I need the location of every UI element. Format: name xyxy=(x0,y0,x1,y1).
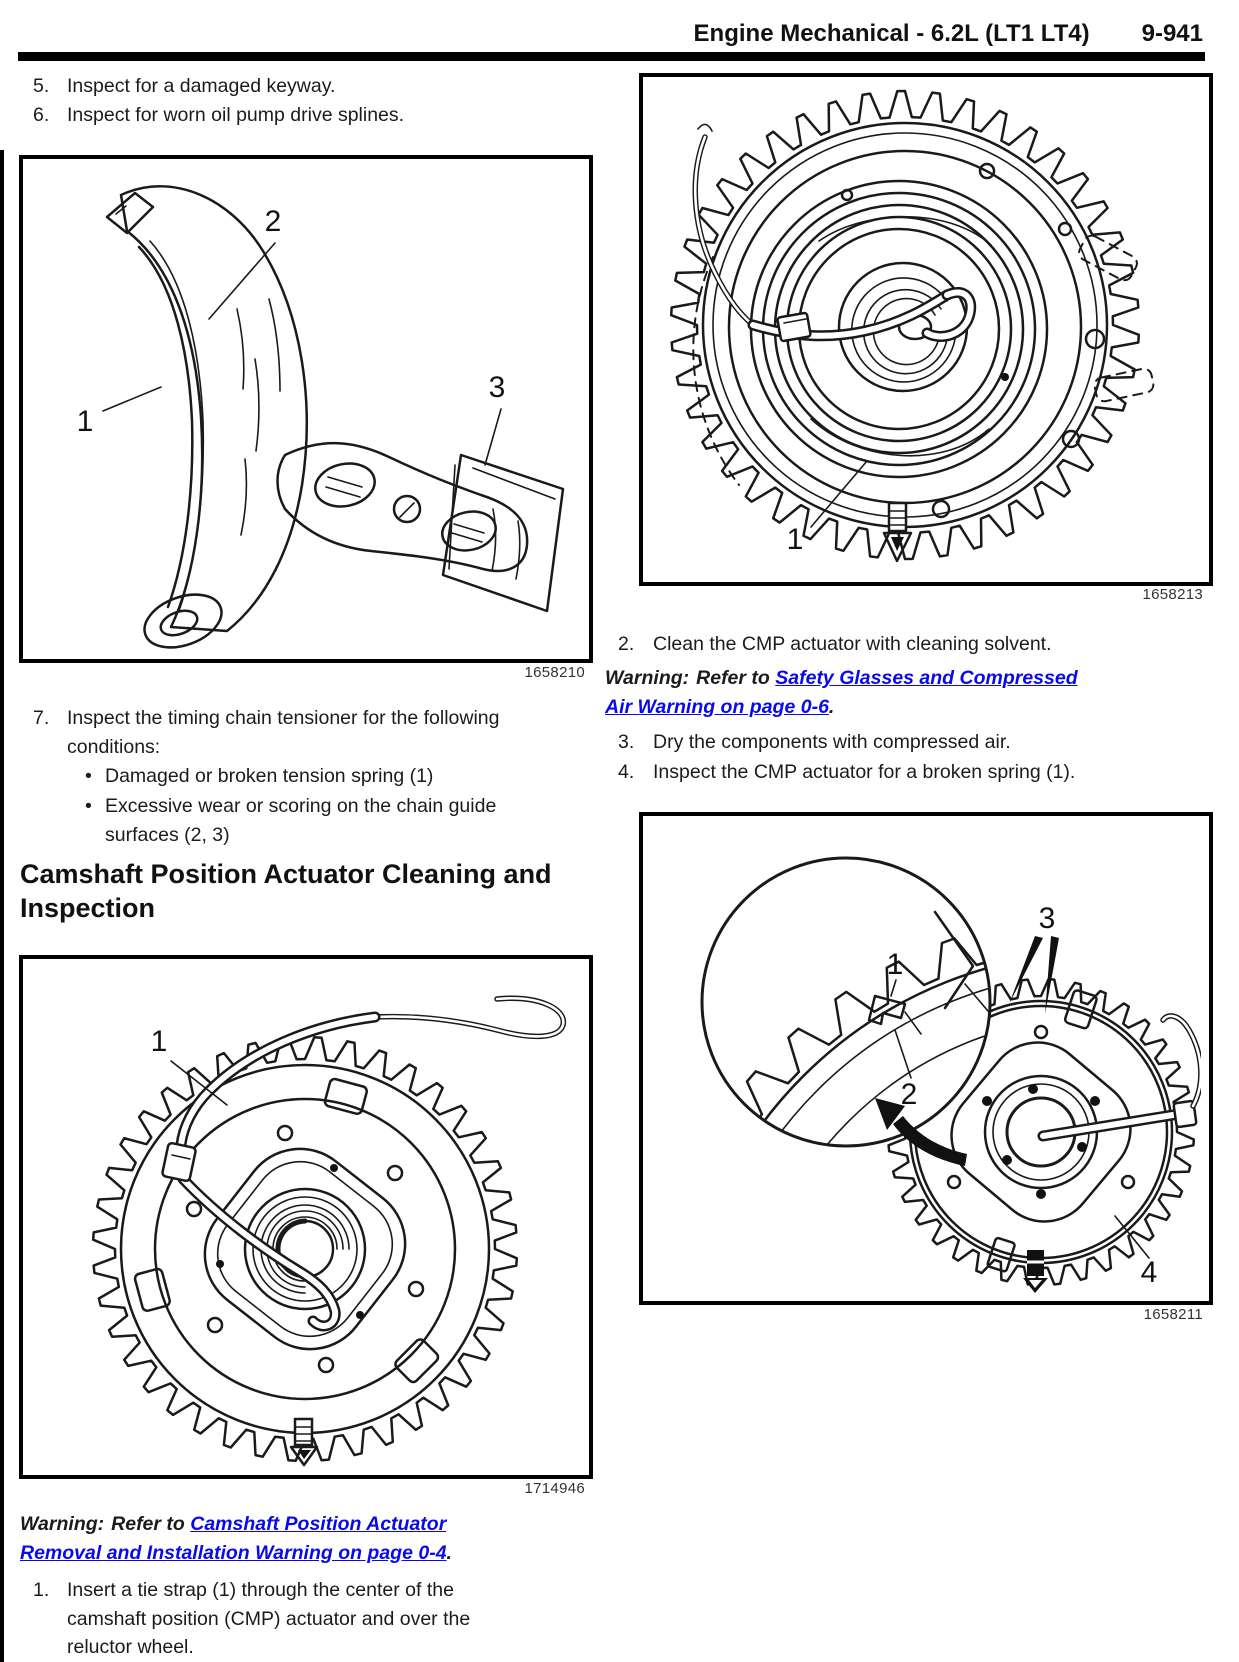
bullet-text: Excessive wear or scoring on the chain g… xyxy=(105,795,497,846)
step-text: Clean the CMP actuator with cleaning sol… xyxy=(653,633,1052,655)
step-number: 4. xyxy=(618,761,635,783)
figure-number: 1658210 xyxy=(524,664,585,681)
list-item: 7. Inspect the timing chain tensioner fo… xyxy=(33,704,557,761)
step-number: 3. xyxy=(618,731,635,753)
warning-label: Warning: xyxy=(20,1513,105,1535)
callout-1: 1 xyxy=(887,948,904,981)
tensioner-illustration: 1 2 3 xyxy=(77,185,565,649)
bullet-text: Damaged or broken tension spring (1) xyxy=(105,765,434,787)
warning-label: Warning: xyxy=(605,667,690,689)
header-page-number: 9-941 xyxy=(1141,20,1203,47)
callout-1: 1 xyxy=(77,405,94,438)
bullet-icon: • xyxy=(85,765,92,787)
figure-reluctor-detail: 1 2 3 4 xyxy=(639,812,1213,1305)
bullet-item: • Excessive wear or scoring on the chain… xyxy=(85,792,555,849)
callout-2: 2 xyxy=(265,205,282,238)
page-header: Engine Mechanical - 6.2L (LT1 LT4) 9-941 xyxy=(694,20,1203,48)
list-item: 6. Inspect for worn oil pump drive splin… xyxy=(33,101,567,130)
list-item: 3. Dry the components with compressed ai… xyxy=(618,728,1173,757)
step-number: 2. xyxy=(618,633,635,655)
step-number: 1. xyxy=(33,1579,50,1601)
step-text: Inspect the timing chain tensioner for t… xyxy=(67,707,500,758)
warning-period: . xyxy=(828,695,835,718)
list-item: 5. Inspect for a damaged keyway. xyxy=(33,72,567,101)
step-number: 6. xyxy=(33,104,50,126)
header-title: Engine Mechanical - 6.2L (LT1 LT4) xyxy=(693,20,1090,47)
callout-1: 1 xyxy=(787,523,804,556)
warning-lead: Refer to xyxy=(111,1513,185,1535)
step-text: Insert a tie strap (1) through the cente… xyxy=(67,1579,471,1658)
page-edge-line xyxy=(0,150,4,1662)
callout-2: 2 xyxy=(901,1078,918,1111)
warning-note: Warning: Refer to Safety Glasses and Comp… xyxy=(605,664,1100,721)
figure-cmp-actuator-front: 1 xyxy=(19,955,593,1479)
bullet-item: • Damaged or broken tension spring (1) xyxy=(85,762,555,791)
figure-number: 1714946 xyxy=(524,1480,585,1497)
section-heading: Camshaft Position Actuator Cleaning and … xyxy=(20,859,552,923)
callout-1: 1 xyxy=(151,1025,168,1058)
list-item: 1. Insert a tie strap (1) through the ce… xyxy=(33,1576,527,1662)
figure-timing-chain-tensioner: 1 2 3 xyxy=(19,155,593,663)
callout-3: 3 xyxy=(489,371,506,404)
warning-lead: Refer to xyxy=(696,667,770,689)
cmp-front-illustration: 1 xyxy=(91,995,567,1467)
figure-number: 1658211 xyxy=(1143,1306,1203,1323)
step-number: 5. xyxy=(33,75,50,97)
cmp-rear-illustration: 1 xyxy=(669,89,1155,563)
list-item: 2. Clean the CMP actuator with cleaning … xyxy=(618,630,1173,659)
bullet-icon: • xyxy=(85,795,92,817)
reluctor-illustration: 1 2 3 4 xyxy=(700,856,1201,1293)
callout-3: 3 xyxy=(1039,902,1056,935)
step-text: Inspect the CMP actuator for a broken sp… xyxy=(653,761,1076,783)
warning-note: Warning: Refer to Camshaft Position Actua… xyxy=(20,1510,490,1567)
callout-4: 4 xyxy=(1141,1256,1158,1289)
header-rule xyxy=(18,52,1205,61)
step-text: Inspect for a damaged keyway. xyxy=(67,75,336,97)
warning-link[interactable]: Camshaft Position Actuator Removal and I… xyxy=(20,1513,447,1564)
figure-number: 1658213 xyxy=(1142,586,1203,603)
warning-period: . xyxy=(446,1541,452,1564)
step-number: 7. xyxy=(33,707,50,729)
step-text: Dry the components with compressed air. xyxy=(653,731,1011,753)
warning-link[interactable]: Safety Glasses and Compressed Air Warnin… xyxy=(605,667,1078,718)
figure-cmp-actuator-rear: 1 xyxy=(639,73,1213,586)
list-item: 4. Inspect the CMP actuator for a broken… xyxy=(618,758,1173,787)
step-text: Inspect for worn oil pump drive splines. xyxy=(67,104,405,126)
